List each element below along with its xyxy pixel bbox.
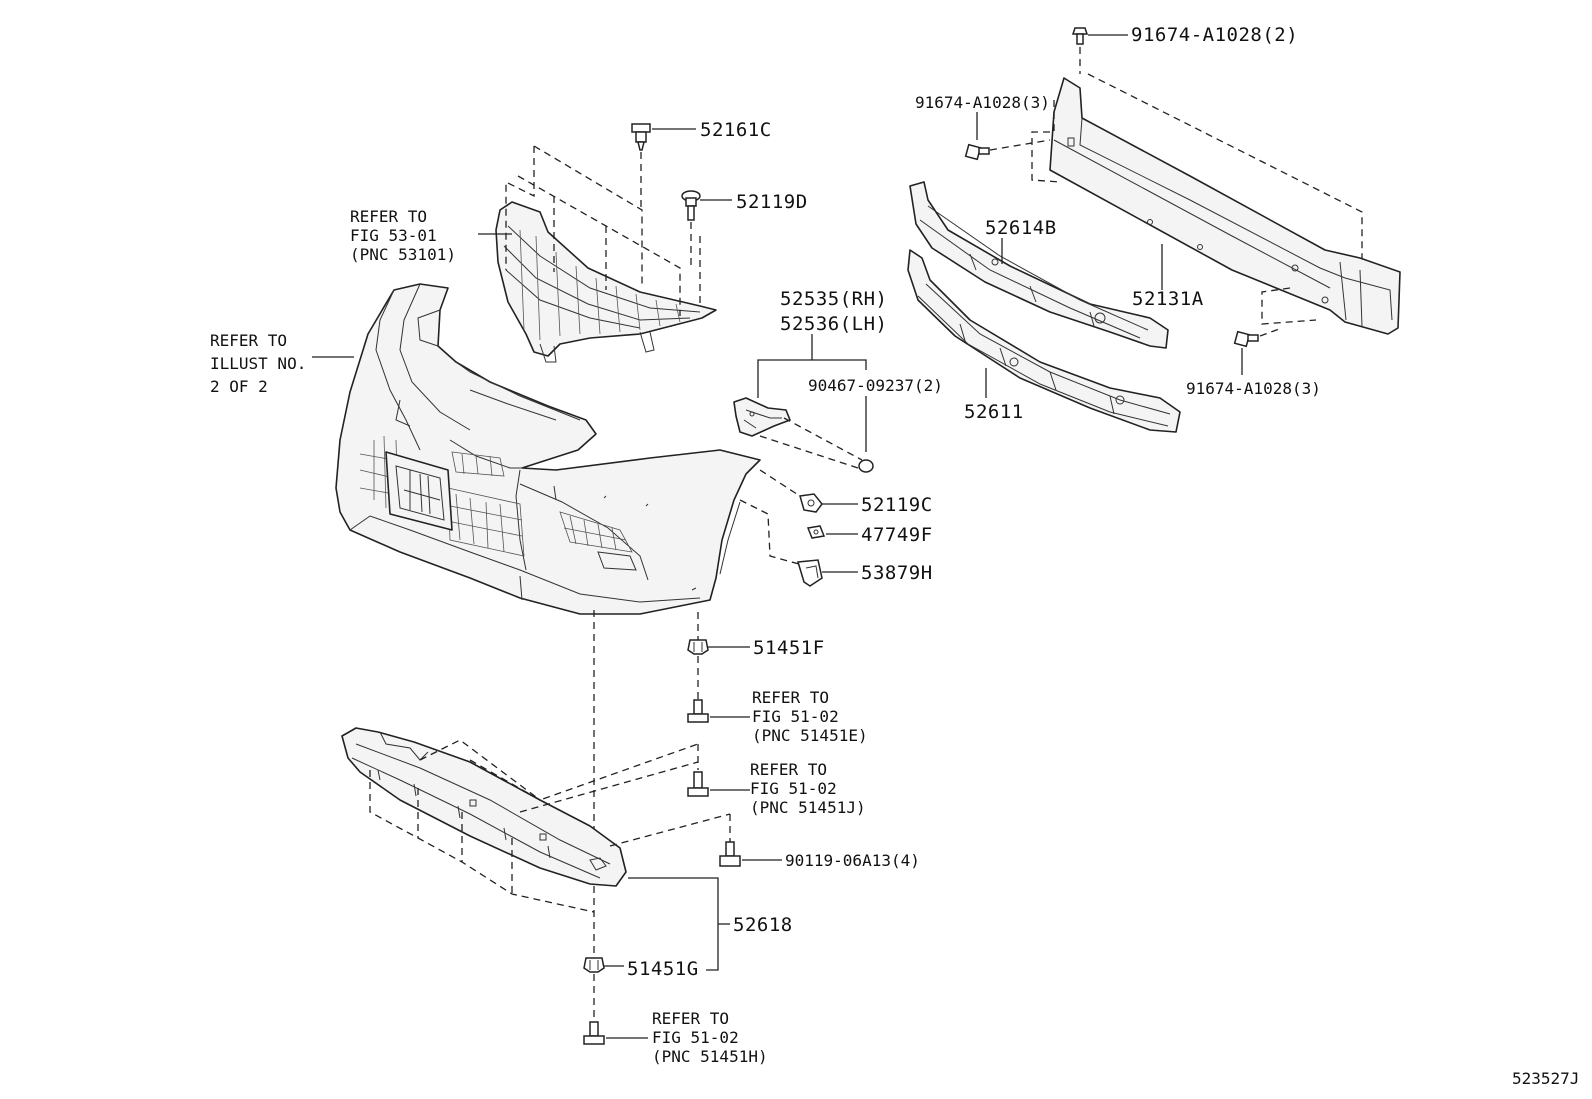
label-47749f[interactable]: 47749F <box>861 524 933 546</box>
clip-47749f[interactable] <box>806 525 826 539</box>
label-53879h[interactable]: 53879H <box>861 562 933 584</box>
ref-line: REFER TO <box>350 207 427 226</box>
label-52535-rh[interactable]: 52535(RH) <box>780 288 887 310</box>
ref-note-pnc-51451h[interactable]: REFER TO FIG 51-02 (PNC 51451H) <box>652 1009 768 1066</box>
ref-line: REFER TO <box>652 1009 729 1028</box>
bumper-cover-part[interactable] <box>335 283 761 615</box>
label-91674-a1028-2[interactable]: 91674-A1028(2) <box>1131 24 1298 46</box>
ref-note-pnc-51451e[interactable]: REFER TO FIG 51-02 (PNC 51451E) <box>752 688 868 745</box>
ref-note-pnc-51451j[interactable]: REFER TO FIG 51-02 (PNC 51451J) <box>750 760 866 817</box>
clip-52161c[interactable] <box>631 123 651 151</box>
clip-51451g[interactable] <box>583 957 605 973</box>
label-52131a[interactable]: 52131A <box>1132 288 1204 310</box>
label-51451g[interactable]: 51451G <box>627 958 699 980</box>
ref-line: FIG 51-02 <box>750 779 837 798</box>
bolt-91674-left[interactable] <box>964 143 990 161</box>
ref-line: (PNC 51451E) <box>752 726 868 745</box>
label-52161c[interactable]: 52161C <box>700 119 772 141</box>
energy-absorber-part[interactable] <box>909 181 1169 349</box>
license-plate-bracket[interactable] <box>385 451 453 531</box>
bumper-retainer-part[interactable] <box>907 249 1181 433</box>
bolt-51451e[interactable] <box>687 699 709 723</box>
ref-line: (PNC 51451J) <box>750 798 866 817</box>
screw-52119d[interactable] <box>681 190 701 221</box>
label-52618[interactable]: 52618 <box>733 914 793 936</box>
ref-line: FIG 51-02 <box>752 707 839 726</box>
ref-line: FIG 51-02 <box>652 1028 739 1047</box>
side-mount-bracket-part[interactable] <box>733 397 791 437</box>
bumper-reinforcement-part[interactable] <box>1049 77 1401 335</box>
label-52119c[interactable]: 52119C <box>861 494 933 516</box>
bolt-51451h[interactable] <box>583 1021 605 1045</box>
clip-90467[interactable] <box>858 459 874 473</box>
ref-line: (PNC 51451H) <box>652 1047 768 1066</box>
label-52614b[interactable]: 52614B <box>985 217 1057 239</box>
illustration-number: 523527J <box>1512 1069 1579 1088</box>
ref-note-illust[interactable]: REFER TO ILLUST NO. 2 OF 2 <box>210 331 306 396</box>
ref-line: REFER TO <box>752 688 829 707</box>
ref-line: FIG 53-01 <box>350 226 437 245</box>
retainer-53879h[interactable] <box>797 559 823 587</box>
engine-under-cover-part[interactable] <box>341 727 627 887</box>
label-91674-a1028-3-top[interactable]: 91674-A1028(3) <box>915 93 1050 112</box>
retainer-52119c[interactable] <box>799 493 823 513</box>
ref-line: 2 OF 2 <box>210 377 268 396</box>
ref-note-grille[interactable]: REFER TO FIG 53-01 (PNC 53101) <box>350 207 456 264</box>
ref-line: (PNC 53101) <box>350 245 456 264</box>
label-52536-lh[interactable]: 52536(LH) <box>780 313 887 335</box>
ref-line: REFER TO <box>210 331 287 350</box>
bolt-90119[interactable] <box>719 841 741 867</box>
ref-line: ILLUST NO. <box>210 354 306 373</box>
bolt-91674-top[interactable] <box>1071 27 1089 45</box>
label-51451f[interactable]: 51451F <box>753 637 825 659</box>
label-91674-a1028-3-bottom[interactable]: 91674-A1028(3) <box>1186 379 1321 398</box>
clip-51451f[interactable] <box>687 639 709 655</box>
ref-line: REFER TO <box>750 760 827 779</box>
label-52611[interactable]: 52611 <box>964 401 1024 423</box>
label-90467-09237-2[interactable]: 90467-09237(2) <box>808 376 943 395</box>
label-52119d[interactable]: 52119D <box>736 191 808 213</box>
bolt-51451j[interactable] <box>687 771 709 797</box>
bolt-91674-bottom[interactable] <box>1233 330 1259 348</box>
label-90119-06a13-4[interactable]: 90119-06A13(4) <box>785 851 920 870</box>
